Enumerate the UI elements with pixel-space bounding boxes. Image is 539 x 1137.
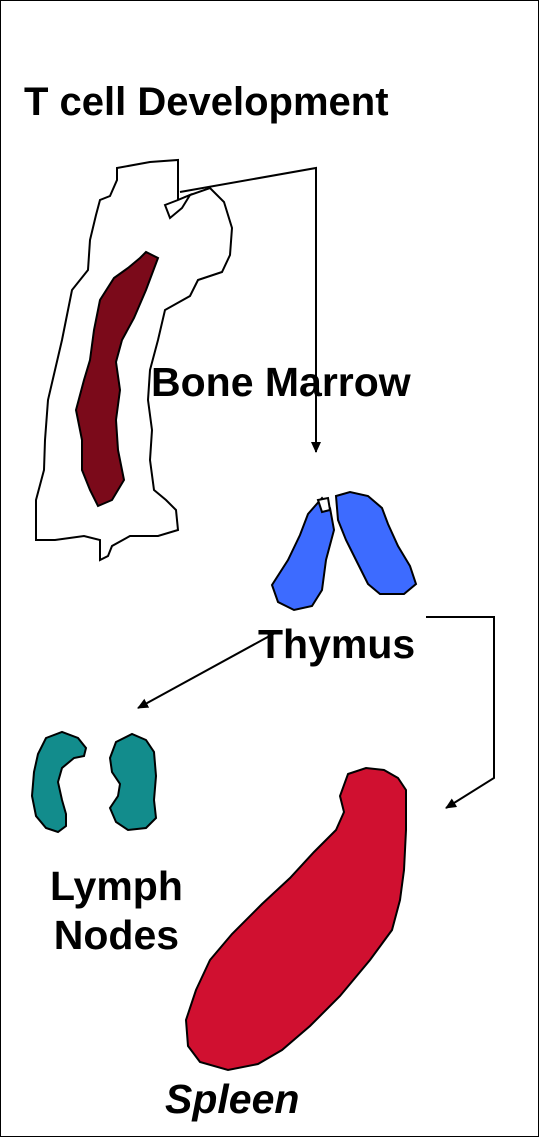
arrow-thymus-to-spleen — [426, 617, 494, 808]
thymus-left-lobe — [272, 498, 334, 610]
lymph-nodes-label-line2: Nodes — [50, 911, 183, 960]
lymph-nodes-label: Lymph Nodes — [50, 862, 183, 960]
spleen-shape — [186, 768, 406, 1070]
lymph-nodes-label-line1: Lymph — [50, 862, 183, 911]
arrow-thymus-to-lymph-nodes — [138, 633, 275, 708]
spleen-label: Spleen — [165, 1075, 299, 1124]
lymph-node-right — [110, 734, 156, 830]
diagram-title: T cell Development — [24, 78, 389, 126]
thymus-right-lobe — [336, 492, 416, 594]
bone-marrow-label: Bone Marrow — [151, 358, 411, 407]
lymph-node-left — [32, 732, 86, 832]
thymus-label: Thymus — [258, 620, 415, 669]
